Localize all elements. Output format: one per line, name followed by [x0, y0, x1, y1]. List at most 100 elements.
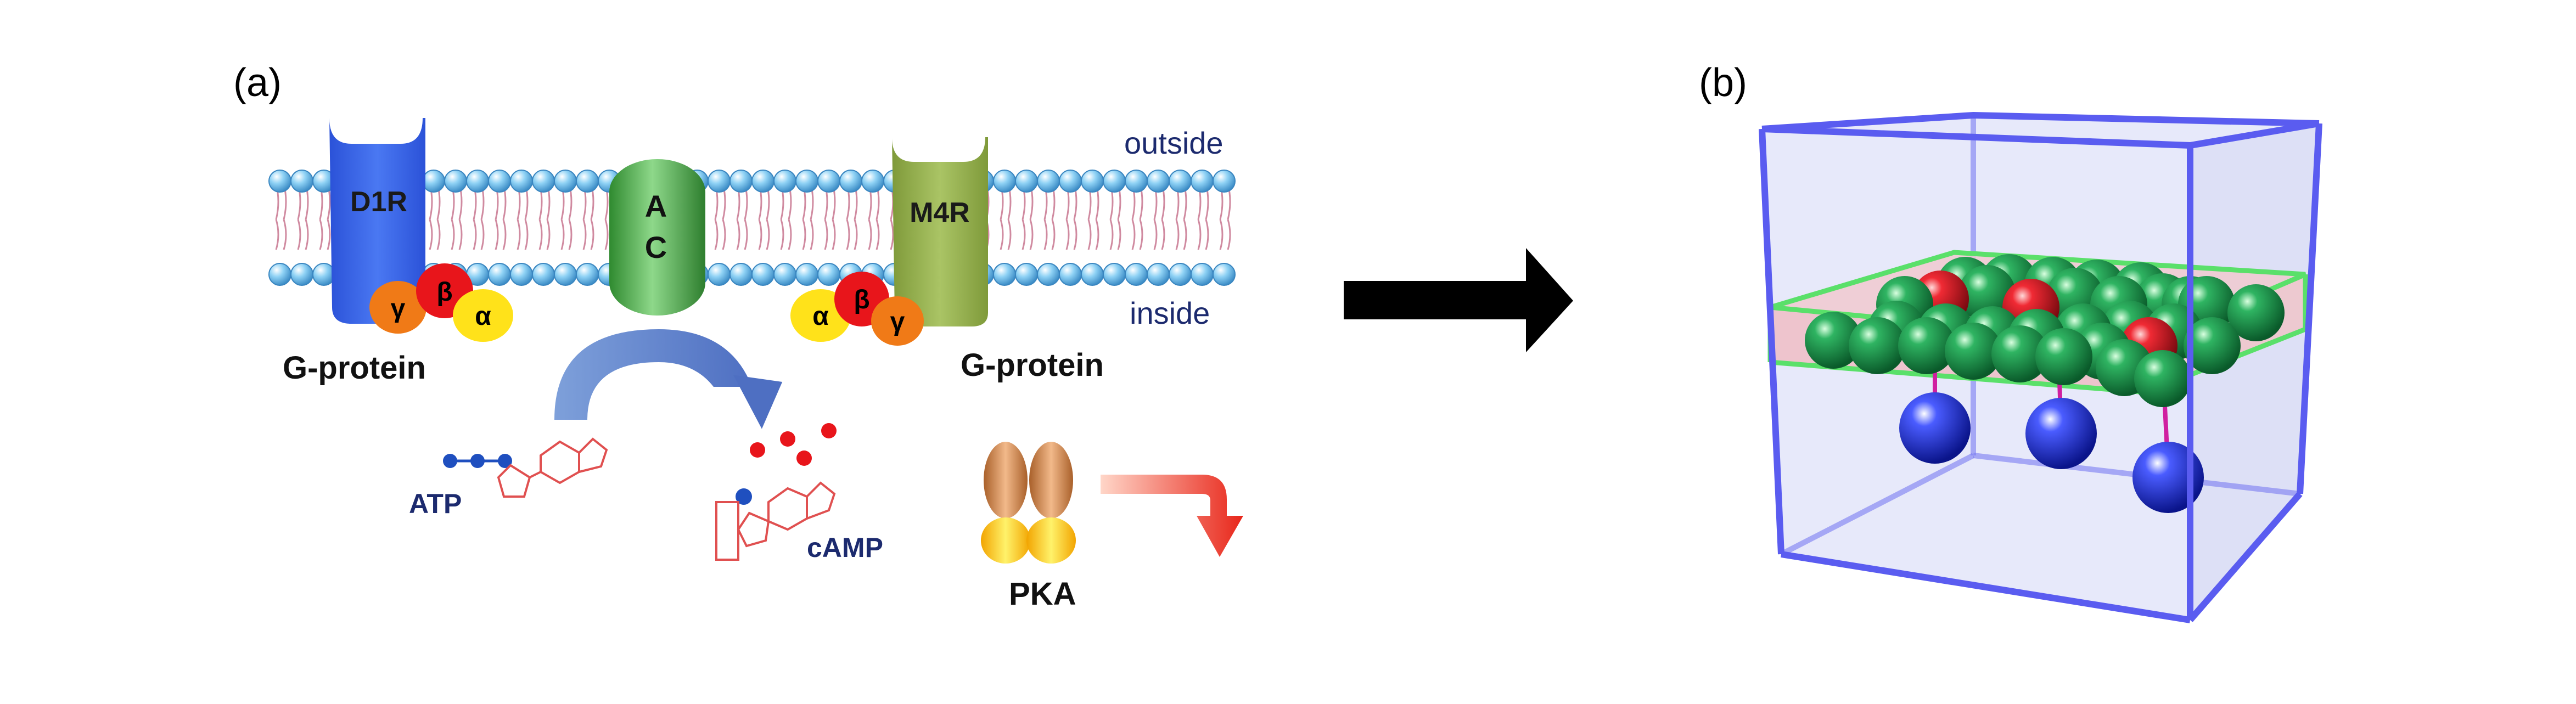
lipid-head — [1037, 263, 1060, 286]
lipid-head — [290, 170, 313, 193]
simulation-box-front-edges — [1759, 111, 2322, 623]
lipid-head — [466, 170, 489, 193]
atp-molecule — [443, 437, 608, 498]
green-atom — [1805, 312, 1862, 369]
lipid-head — [1147, 263, 1170, 286]
green-atom — [1849, 317, 1906, 374]
lipid-head — [708, 170, 731, 193]
lipid-head — [510, 263, 533, 286]
d1r-label: D1R — [350, 186, 407, 218]
green-atom — [1898, 317, 1955, 374]
camp-molecule — [715, 481, 836, 561]
g-protein-right: α β γ — [790, 272, 924, 346]
lipid-head — [422, 170, 445, 193]
lipid-head — [817, 263, 840, 286]
lipid-head — [1059, 170, 1082, 193]
green-atom — [2184, 317, 2241, 374]
lipid-head — [1169, 170, 1192, 193]
beta-label-right: β — [854, 285, 869, 314]
alpha-label-left: α — [475, 302, 491, 331]
lipid-head — [576, 263, 599, 286]
transition-arrow — [1344, 248, 1573, 352]
d1r-receptor: D1R — [329, 118, 425, 324]
lipid-head — [751, 170, 775, 193]
lipid-head — [1191, 170, 1214, 193]
lipid-head — [488, 170, 511, 193]
lipid-head — [268, 263, 291, 286]
lipid-head — [444, 170, 467, 193]
m4r-receptor: M4R — [892, 137, 988, 326]
lipid-head — [1169, 263, 1192, 286]
lipid-head — [268, 170, 291, 193]
lipid-head — [817, 170, 840, 193]
conversion-arrow — [554, 329, 783, 429]
g-protein-left-label: G-protein — [283, 350, 426, 386]
gamma-subunit-left — [369, 281, 426, 334]
lipid-head — [1147, 170, 1170, 193]
lipid-head — [993, 170, 1016, 193]
alpha-label-right: α — [812, 302, 829, 331]
pka-label: PKA — [1009, 576, 1076, 612]
g-protein-left: γ β α — [369, 263, 513, 342]
gamma-label-left: γ — [391, 294, 406, 323]
lipid-head — [1125, 263, 1148, 286]
lipid-head — [532, 263, 555, 286]
lipid-head — [1125, 170, 1148, 193]
lipid-head — [729, 263, 753, 286]
lipid-head — [839, 170, 862, 193]
camp-label: cAMP — [807, 532, 883, 563]
green-atom — [1991, 325, 2049, 382]
ac-label-line1: A — [645, 189, 667, 223]
panel-b-label: (b) — [1699, 61, 1747, 105]
lipid-head — [1213, 263, 1236, 286]
blue-atom — [2132, 442, 2204, 513]
lipid-head — [708, 263, 731, 286]
blue-atom — [2025, 398, 2097, 469]
lipid-head — [510, 170, 533, 193]
gamma-label-right: γ — [890, 307, 905, 336]
m4r-label: M4R — [910, 197, 970, 229]
green-atom — [2227, 284, 2285, 341]
lipid-head — [993, 263, 1016, 286]
blue-atom — [1899, 392, 1971, 464]
inside-label: inside — [1130, 296, 1210, 330]
lipid-head — [1037, 170, 1060, 193]
green-atom — [2035, 328, 2092, 385]
g-protein-right-label: G-protein — [961, 347, 1104, 383]
outside-label: outside — [1124, 126, 1224, 160]
panel-a: (a) outside inside D1R A C M4R γ β α — [233, 61, 1243, 612]
gamma-subunit-right — [871, 296, 924, 346]
lipid-head — [773, 170, 796, 193]
panel-b: (b) — [1699, 61, 2322, 623]
lipid-head — [1081, 170, 1104, 193]
lipid-head — [1059, 263, 1082, 286]
atoms — [1805, 254, 2285, 513]
ac-label-line2: C — [645, 230, 667, 264]
lipid-head — [1015, 263, 1038, 286]
lipid-head — [751, 263, 775, 286]
beta-label-left: β — [436, 278, 452, 307]
lipid-head — [1103, 170, 1126, 193]
lipid-head — [1191, 263, 1214, 286]
lipid-head — [554, 263, 577, 286]
pka-protein — [981, 442, 1076, 564]
lipid-head — [729, 170, 753, 193]
lipid-head — [1213, 170, 1236, 193]
lipid-head — [488, 263, 511, 286]
lipid-head — [795, 263, 818, 286]
panel-a-label: (a) — [233, 61, 282, 105]
lipid-head — [290, 263, 313, 286]
lipid-head — [795, 170, 818, 193]
adenylyl-cyclase: A C — [609, 159, 705, 316]
lipid-head — [1015, 170, 1038, 193]
green-atom — [1945, 323, 2002, 380]
green-atom — [2134, 350, 2191, 407]
lipid-head — [532, 170, 555, 193]
lipid-head — [1081, 263, 1104, 286]
lipid-head — [576, 170, 599, 193]
lipid-head — [773, 263, 796, 286]
atp-label: ATP — [409, 488, 462, 519]
lipid-head — [1103, 263, 1126, 286]
camp-dots — [750, 423, 837, 466]
